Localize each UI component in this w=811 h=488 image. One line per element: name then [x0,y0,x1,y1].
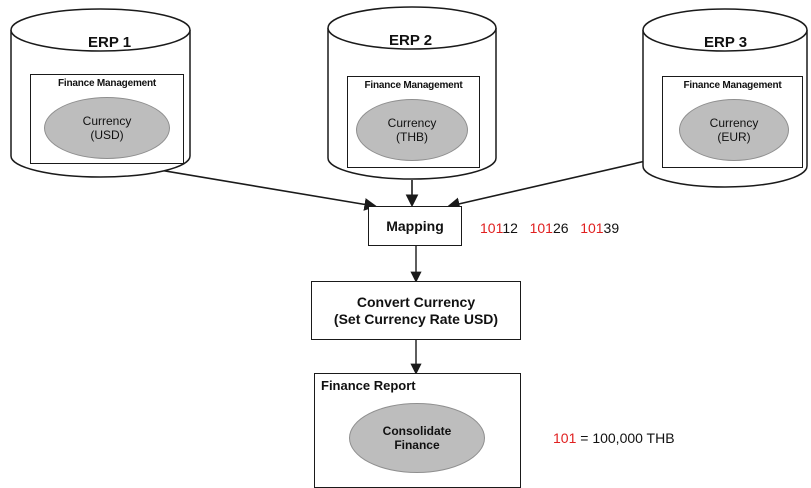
convert-subtitle: (Set Currency Rate USD) [333,310,499,327]
currency-code: (USD) [90,128,124,142]
currency-label: Currency [82,114,132,128]
finance-management-label: Finance Management [364,80,463,91]
currency-label: Currency [709,116,759,130]
consolidate-label: Consolidate [382,424,452,438]
finance-management-box: Finance Management Currency (THB) [347,76,480,168]
legend-code: 101 [553,430,577,446]
convert-title: Convert Currency [356,293,476,310]
convert-currency-box: Convert Currency (Set Currency Rate USD) [311,281,521,340]
erp-title: ERP 2 [389,32,433,49]
erp1-database: ERP 1 Finance Management Currency (USD) [10,8,191,178]
mapping-codes: 10112 10126 10139 [480,220,619,236]
code-suffix: 26 [552,220,569,236]
finance-label: Finance [394,438,440,452]
consolidate-finance-ellipse: Consolidate Finance [349,403,485,473]
finance-management-label: Finance Management [57,78,157,89]
erp2-database: ERP 2 Finance Management Currency (THB) [327,6,497,180]
code-prefix: 101 [529,220,553,236]
mapping-box: Mapping [368,206,462,246]
erp3-database: ERP 3 Finance Management Currency (EUR) [642,8,808,188]
erp-title: ERP 1 [88,34,132,51]
currency-code: (THB) [396,130,428,144]
legend-text: = 100,000 THB [576,430,675,446]
mapping-label: Mapping [386,218,444,234]
erp-title: ERP 3 [704,34,748,51]
finance-management-box: Finance Management Currency (USD) [30,74,184,164]
finance-management-label: Finance Management [683,80,782,91]
finance-report-title: Finance Report [321,378,416,393]
code-suffix: 12 [502,220,518,236]
currency-ellipse: Currency (EUR) [679,99,789,161]
currency-code: (EUR) [717,130,751,144]
code-prefix: 101 [580,220,604,236]
finance-management-box: Finance Management Currency (EUR) [662,76,803,168]
code-suffix: 39 [603,220,620,236]
currency-ellipse: Currency (THB) [356,99,468,161]
currency-ellipse: Currency (USD) [44,97,170,159]
currency-label: Currency [387,116,437,130]
code-legend: 101 = 100,000 THB [553,430,675,446]
finance-report-box: Finance Report Consolidate Finance [314,373,521,488]
code-prefix: 101 [480,220,503,236]
